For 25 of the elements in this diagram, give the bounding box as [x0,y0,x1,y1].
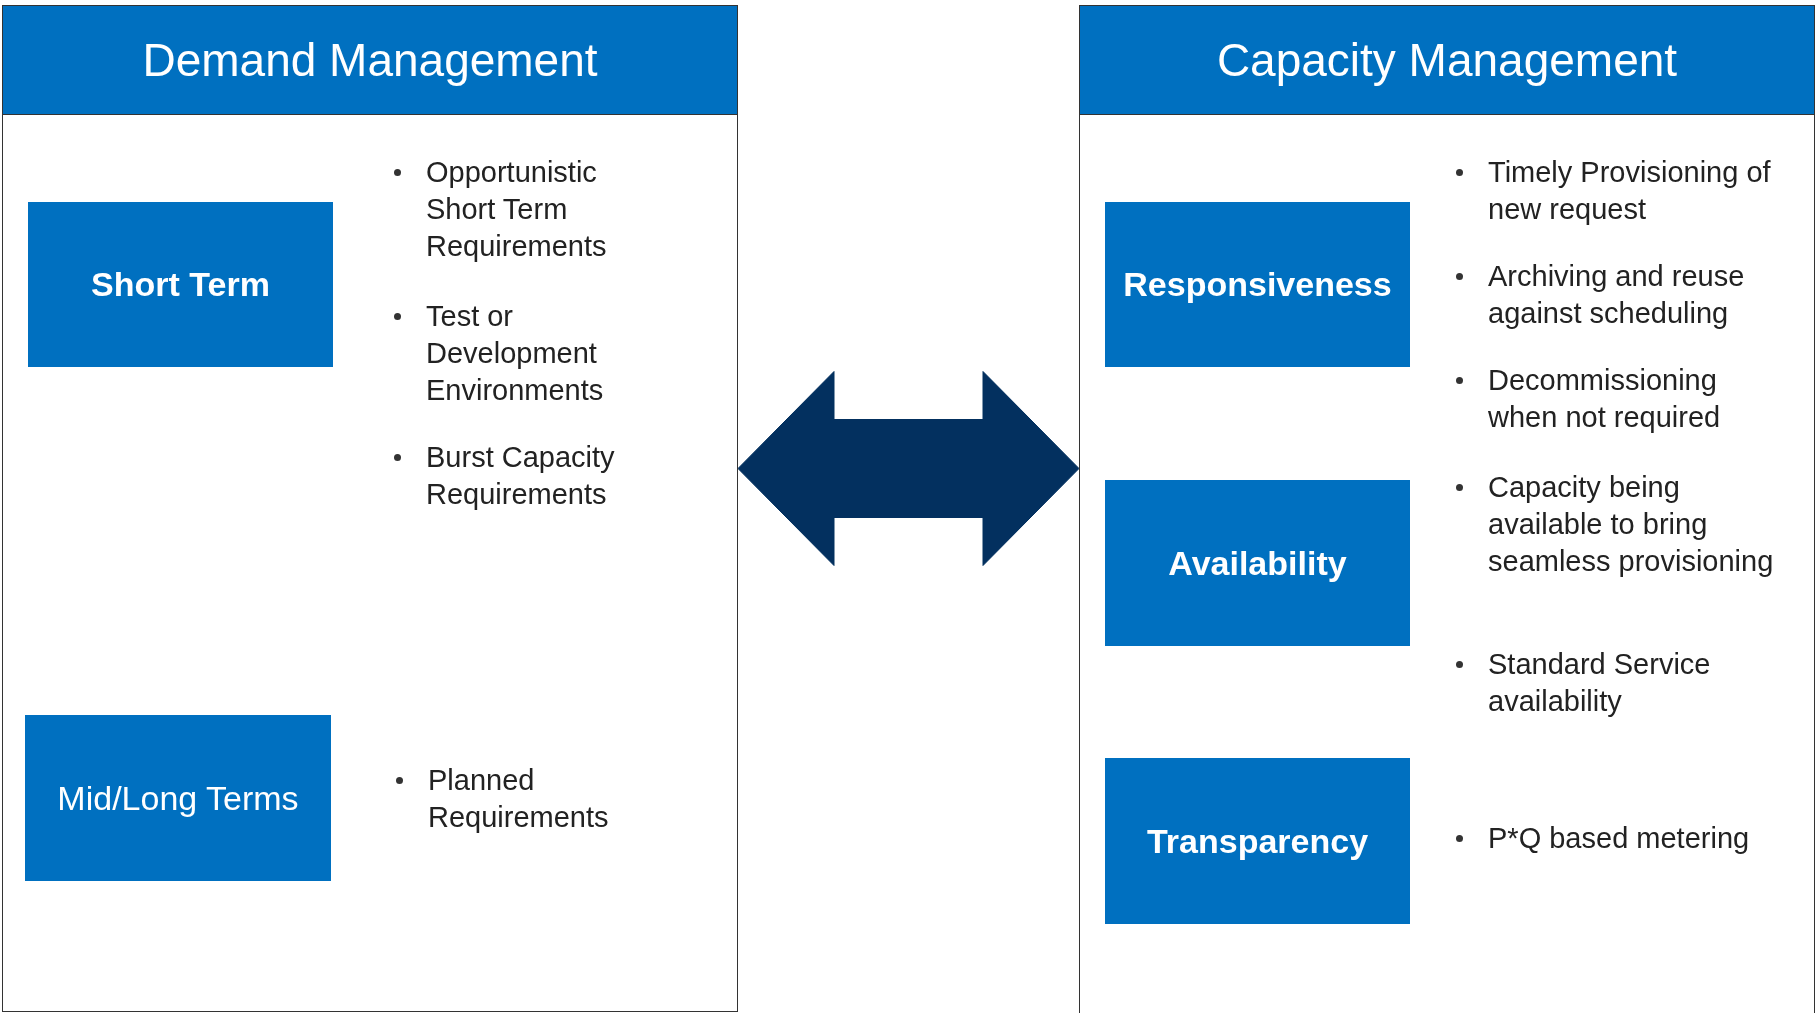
category-box [28,202,333,367]
panel-title: Demand Management [142,33,598,87]
bullet-text: Standard Service availability [1488,647,1712,719]
category-box [1105,480,1410,646]
panel-frame [1079,5,1815,1013]
bullet-text: Burst Capacity Requirements [426,440,616,512]
bullet-text: Opportunistic Short Term Requirements [426,155,608,264]
bullet-text: Decommissioning when not required [1488,363,1722,435]
bullet-text: Planned Requirements [428,763,610,835]
category-label: Short Term [91,265,270,304]
category-label: Transparency [1146,821,1369,861]
bullet-text: Capacity being available to bring seamless provisioning [1488,470,1775,579]
panel-title: Capacity Management [1216,33,1678,87]
category-box [1105,202,1410,367]
double-arrow [737,371,1080,566]
category-label: Responsiveness [1123,265,1392,304]
bullet-text: Timely Provisioning of new request [1488,155,1772,227]
bullet-text: Archiving and reuse against scheduling [1488,259,1746,331]
category-box [1105,758,1410,924]
bullet-text: P*Q based metering [1488,821,1751,856]
panel-frame [2,5,738,1012]
category-label: Availability [1168,543,1347,583]
category-label: Mid/Long Terms [57,778,299,818]
bullet-text: Test or Development Environments [426,299,605,408]
category-box [25,715,331,881]
